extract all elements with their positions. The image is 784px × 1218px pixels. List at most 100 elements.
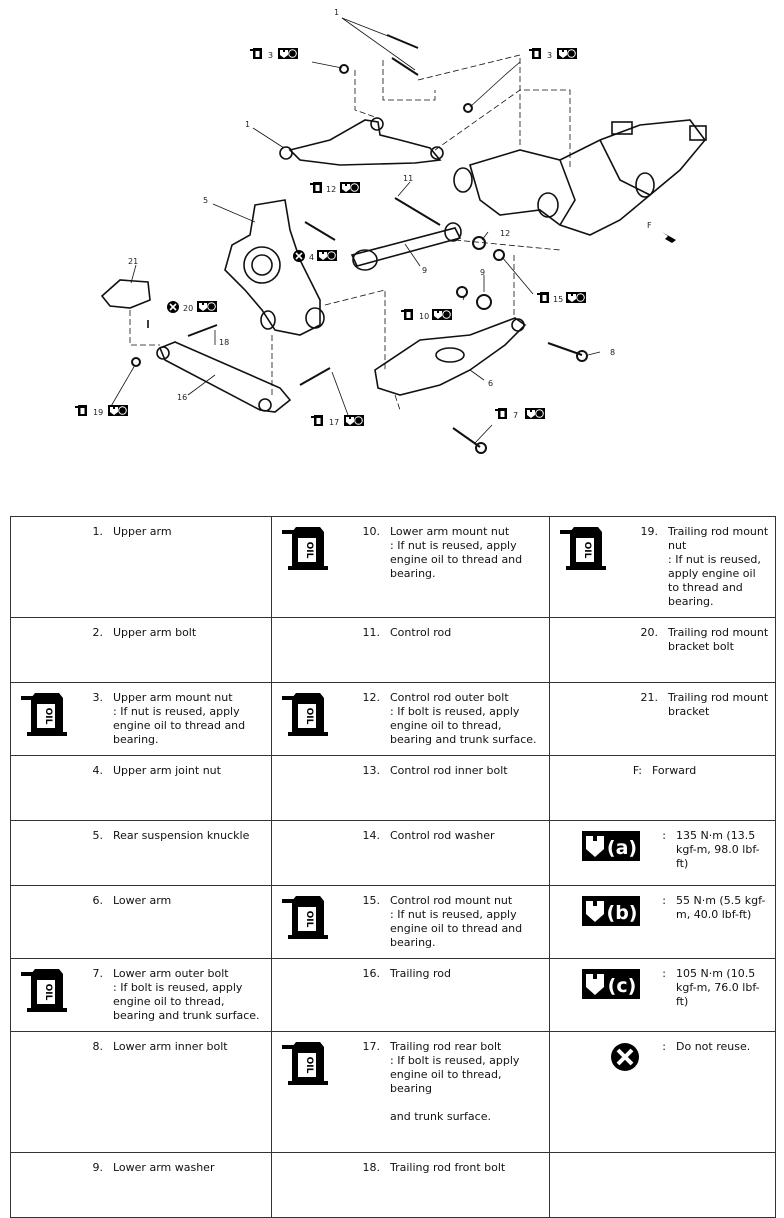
oil-can-icon: OIL	[282, 1042, 328, 1085]
legend-cell: (c) : 105 N·m (10.5 kgf-m, 76.0 lbf-ft)	[549, 958, 776, 1032]
legend-description: Rear suspension knuckle	[113, 829, 250, 842]
legend-icon-slot: (b)	[556, 894, 640, 942]
legend-number: 5.	[92, 829, 104, 842]
legend-description: Trailing rod mount bracket	[668, 691, 769, 718]
legend-description: Upper arm mount nut : If nut is reused, …	[113, 691, 246, 746]
legend-number: 4.	[92, 764, 104, 777]
legend-description: Control rod inner bolt	[390, 764, 508, 777]
callout-8: 8	[610, 348, 615, 357]
legend-cell	[549, 1152, 776, 1218]
legend-description: Trailing rod front bolt	[390, 1161, 506, 1174]
legend-number: 16.	[362, 967, 381, 980]
legend-icon-slot	[556, 764, 616, 812]
legend-cell: OIL 15. Control rod mount nut : If nut i…	[271, 885, 550, 959]
legend-number: 13.	[362, 764, 381, 777]
spec-marker-15: 15	[537, 291, 587, 304]
legend-cell: F: Forward	[549, 755, 776, 821]
svg-text:20: 20	[183, 304, 193, 313]
legend-icon-slot	[17, 764, 77, 812]
legend-cell: 11. Control rod	[271, 617, 550, 683]
legend-number: 9.	[92, 1161, 104, 1174]
legend-icon-slot	[17, 525, 77, 573]
legend-icon-slot	[17, 829, 77, 877]
legend-description: Upper arm bolt	[113, 626, 197, 639]
oil-can-icon: OIL	[282, 527, 328, 570]
legend-description: 135 N·m (13.5 kgf-m, 98.0 lbf-ft)	[676, 829, 760, 870]
legend-cell: 2. Upper arm bolt	[10, 617, 272, 683]
legend-row: OIL 7. Lower arm outer bolt : If bolt is…	[10, 958, 776, 1032]
legend-description: Upper arm	[113, 525, 172, 538]
legend-description: Do not reuse.	[676, 1040, 751, 1053]
oil-can-icon: OIL	[282, 693, 328, 736]
legend-cell: OIL 3. Upper arm mount nut : If nut is r…	[10, 682, 272, 756]
svg-text:17: 17	[329, 418, 339, 427]
legend-icon-slot	[278, 764, 338, 812]
legend-number: 6.	[92, 894, 104, 907]
legend-number: 1.	[92, 525, 104, 538]
svg-text:4: 4	[309, 253, 314, 262]
legend-number: 12.	[362, 691, 381, 704]
legend-number: 3.	[92, 691, 104, 704]
legend-number: 21.	[640, 691, 659, 704]
legend-description: Lower arm	[113, 894, 172, 907]
callout-11: 9	[422, 266, 427, 275]
svg-text:(c): (c)	[608, 975, 637, 997]
legend-cell: 13. Control rod inner bolt	[271, 755, 550, 821]
legend-icon-slot: OIL	[278, 1040, 338, 1088]
legend-cell: 9. Lower arm washer	[10, 1152, 272, 1218]
callout-21: 21	[128, 257, 138, 266]
legend-icon-slot	[17, 894, 77, 942]
oil-can-icon: OIL	[282, 896, 328, 939]
spec-marker-4: 4	[293, 249, 338, 262]
oil-label: OIL	[43, 984, 53, 1001]
legend-cell: 5. Rear suspension knuckle	[10, 820, 272, 886]
legend-description: Trailing rod rear bolt : If bolt is reus…	[390, 1040, 520, 1123]
oil-label: OIL	[582, 542, 592, 559]
torque-b-icon: (b)	[582, 896, 640, 926]
legend-row: 9. Lower arm washer 18. Trailing rod fro…	[10, 1152, 776, 1218]
legend-description: 105 N·m (10.5 kgf-m, 76.0 lbf-ft)	[676, 967, 760, 1008]
legend-icon-slot: OIL	[278, 894, 338, 942]
spec-marker-3-left: 3	[250, 47, 299, 60]
legend-icon-slot: OIL	[17, 967, 77, 1015]
oil-can-icon: OIL	[21, 969, 67, 1012]
svg-text:(b): (b)	[607, 902, 638, 924]
legend-description: Trailing rod mount nut : If nut is reuse…	[668, 525, 769, 608]
callout-18: 18	[219, 338, 229, 347]
oil-can-icon: OIL	[21, 693, 67, 736]
legend-cell: OIL 19. Trailing rod mount nut : If nut …	[549, 516, 776, 618]
legend-number: :	[662, 829, 666, 842]
knuckle	[224, 199, 325, 336]
legend-description: Trailing rod	[390, 967, 451, 980]
legend-cell: 18. Trailing rod front bolt	[271, 1152, 550, 1218]
rear-suspension-diagram: 1 1 5 21 11 12 9 9 8 6 16 18 F 3 3 12 4 …	[75, 8, 707, 454]
svg-text:15: 15	[553, 295, 563, 304]
upper-arm	[279, 117, 444, 166]
legend-description: Lower arm inner bolt	[113, 1040, 228, 1053]
legend-icon-slot: OIL	[556, 525, 616, 573]
legend-icon-slot	[278, 829, 338, 877]
callout-1: 1	[245, 120, 250, 129]
legend-description: Control rod washer	[390, 829, 495, 842]
legend-description: Lower arm washer	[113, 1161, 215, 1174]
bolts	[131, 34, 588, 454]
do-not-reuse-icon	[611, 1043, 639, 1071]
legend-icon-slot	[556, 691, 616, 739]
oil-label: OIL	[43, 708, 53, 725]
legend-cell: 4. Upper arm joint nut	[10, 755, 272, 821]
legend-cell: (a) : 135 N·m (13.5 kgf-m, 98.0 lbf-ft)	[549, 820, 776, 886]
lower-arm	[374, 317, 527, 396]
trailing-rod	[156, 341, 292, 413]
spec-marker-20: 20	[167, 300, 218, 313]
spec-marker-17: 17	[311, 414, 365, 427]
callout-2: 1	[334, 8, 339, 17]
legend-icon-slot: (a)	[556, 829, 640, 877]
svg-text:19: 19	[93, 408, 103, 417]
legend-description: Control rod mount nut : If nut is reused…	[390, 894, 523, 949]
legend-cell: (b) : 55 N·m (5.5 kgf-m, 40.0 lbf-ft)	[549, 885, 776, 959]
trailing-rod-bracket	[100, 279, 151, 328]
legend-number: 15.	[362, 894, 381, 907]
legend-icon-slot: OIL	[278, 691, 338, 739]
legend-description: Upper arm joint nut	[113, 764, 221, 777]
legend-icon-slot	[556, 1161, 616, 1209]
